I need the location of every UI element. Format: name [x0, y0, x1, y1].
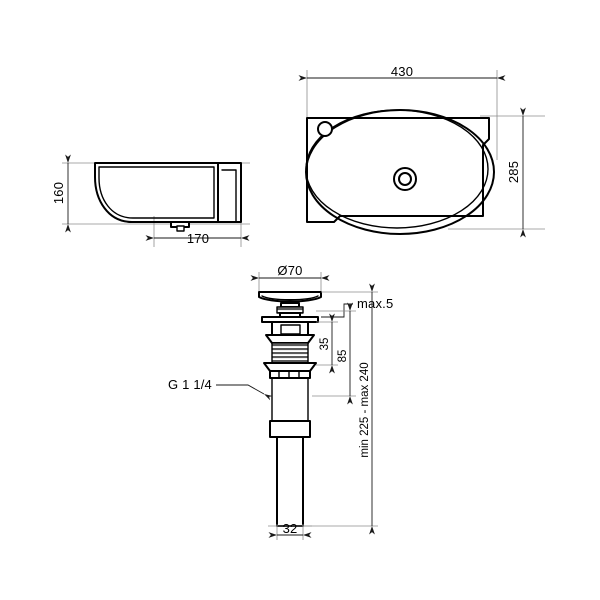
side-wall-bracket-outer: [217, 162, 242, 223]
dim-label-85: 85: [337, 350, 349, 363]
waste-outlet-inner-icon: [398, 172, 412, 186]
waste-outlet-outer-icon: [393, 167, 417, 191]
drain-body-window: [280, 324, 301, 335]
drain-tail-pipe: [276, 436, 304, 527]
dim-label-32: 32: [283, 521, 298, 536]
plan-bowl-inner: [305, 109, 489, 229]
thread-spec-leader: [216, 384, 273, 401]
drain-nut-block: [269, 420, 311, 438]
dim-label-cap70: Ø70: [277, 263, 302, 278]
drain-thread-upper: [271, 342, 309, 364]
drain-cap-curve: [261, 295, 319, 301]
dim-label-total: min 225 - max 240: [359, 362, 371, 457]
side-view-group: 160 170: [51, 154, 250, 247]
dim-label-max5: max.5: [357, 296, 393, 311]
dim-label-285: 285: [506, 161, 521, 183]
dim-label-160: 160: [51, 182, 66, 204]
side-wall-bracket-inner: [221, 169, 237, 223]
side-waste-stub: [176, 225, 185, 232]
dim-label-430: 430: [391, 64, 413, 79]
drain-cone-top: [265, 334, 315, 344]
dim-label-35: 35: [319, 338, 331, 351]
drain-detail-group: Ø70: [168, 263, 393, 540]
dim-label-170: 170: [187, 231, 209, 246]
plan-view-group: 430 285: [298, 64, 545, 238]
side-basin-inner: [98, 166, 215, 219]
drain-washer-band: [269, 370, 311, 379]
drain-lower-flange: [263, 362, 317, 372]
plan-back-ledge: [306, 117, 490, 223]
thread-spec-label: G 1 1/4: [168, 377, 212, 392]
tap-hole-icon: [317, 121, 333, 137]
